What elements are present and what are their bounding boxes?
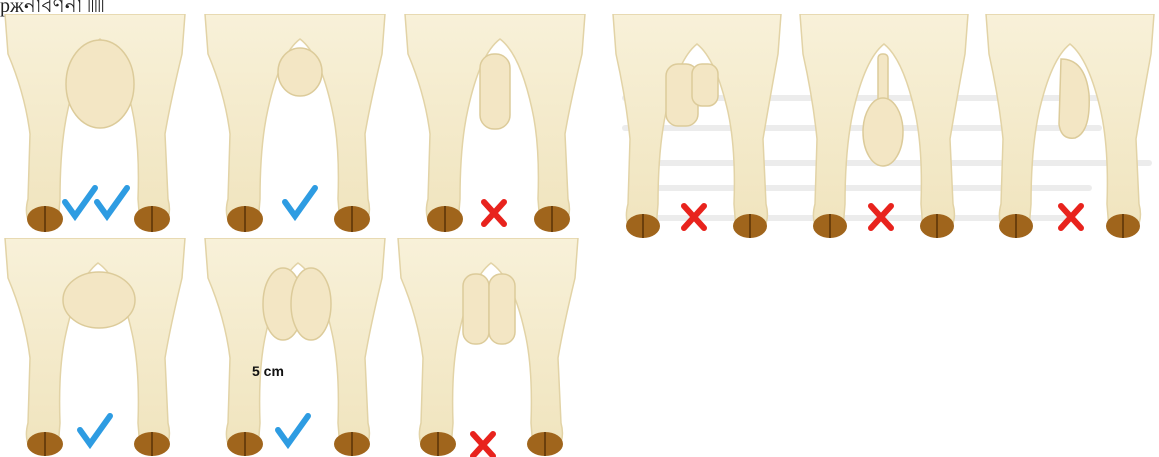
panel-uneven-split-udder bbox=[608, 14, 786, 239]
double-check-icon bbox=[65, 188, 127, 216]
cross-icon bbox=[473, 434, 493, 456]
cross-icon bbox=[871, 206, 891, 228]
panel-pendulous-narrow-udder bbox=[400, 14, 590, 234]
cross-icon bbox=[484, 202, 504, 224]
cross-icon bbox=[1061, 206, 1081, 228]
panel-lopsided-udder bbox=[981, 14, 1159, 239]
panel-stalked-teat-udder bbox=[795, 14, 973, 239]
panel-long-split-udder bbox=[393, 238, 583, 457]
panel-round-large-udder bbox=[0, 14, 190, 234]
height-measurement-label: 5 cm bbox=[252, 363, 284, 379]
check-icon bbox=[80, 416, 110, 444]
panel-two-lobed-udder: 5 cm bbox=[200, 238, 390, 457]
check-icon bbox=[285, 188, 315, 216]
panel-round-small-udder bbox=[200, 14, 390, 234]
cross-icon bbox=[684, 206, 704, 228]
check-icon bbox=[278, 416, 308, 444]
panel-round-wide-udder bbox=[0, 238, 190, 457]
